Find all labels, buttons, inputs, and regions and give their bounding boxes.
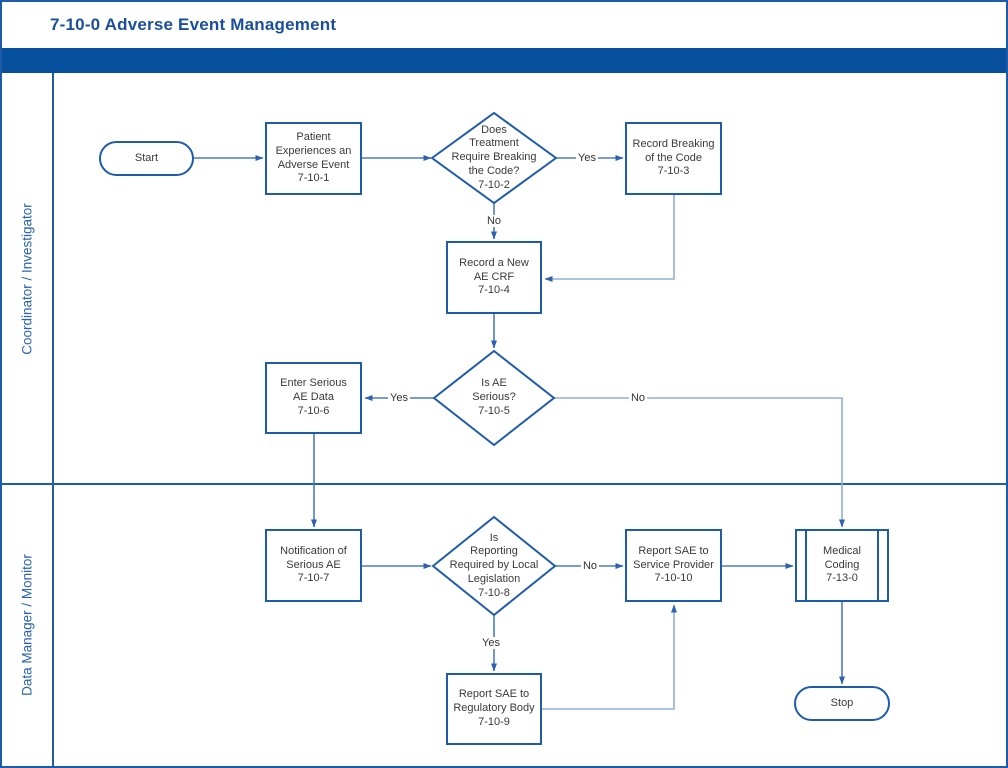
decision-text-7-10-8: Is Reporting Required by Local Legislati… <box>434 518 554 614</box>
edge-label-ae-serious-no: No <box>628 392 648 404</box>
process-label: Patient Experiences an Adverse Event 7-1… <box>275 131 352 185</box>
lane-label-divider <box>52 73 54 766</box>
title-bar: 7-10-0 Adverse Event Management <box>2 2 1006 48</box>
process-label: Medical Coding 7-13-0 <box>823 544 861 585</box>
process-label: Record a New AE CRF 7-10-4 <box>459 256 529 297</box>
start-terminator: Start <box>99 141 194 176</box>
process-patient-experiences-adverse-event: Patient Experiences an Adverse Event 7-1… <box>265 122 362 195</box>
process-label: Report SAE to Regulatory Body 7-10-9 <box>453 688 535 728</box>
process-record-new-ae-crf: Record a New AE CRF 7-10-4 <box>446 241 542 314</box>
edge-label-break-code-yes: Yes <box>576 152 598 164</box>
process-label: Notification of Serious AE 7-10-7 <box>280 544 347 585</box>
start-label: Start <box>134 151 159 164</box>
decision-text-7-10-2: Does Treatment Require Breaking the Code… <box>436 114 552 202</box>
predefined-process-medical-coding: Medical Coding 7-13-0 <box>795 529 889 602</box>
decision-label: Is Reporting Required by Local Legislati… <box>449 531 539 599</box>
process-enter-serious-ae-data: Enter Serious AE Data 7-10-6 <box>265 362 362 434</box>
process-notification-of-serious-ae: Notification of Serious AE 7-10-7 <box>265 529 362 602</box>
connector-7-10-3-to-7-10-4 <box>544 195 675 282</box>
decision-label: Is AE Serious? 7-10-5 <box>472 377 516 417</box>
process-label: Record Breaking of the Code 7-10-3 <box>632 137 715 178</box>
predefined-process-side-bars <box>805 529 879 602</box>
edge-label-reporting-no: No <box>580 560 600 572</box>
decision-text-7-10-5: Is AE Serious? 7-10-5 <box>442 354 546 442</box>
process-label: Enter Serious AE Data 7-10-6 <box>280 377 347 417</box>
page-title: 7-10-0 Adverse Event Management <box>50 15 337 34</box>
connector-7-10-5-no-to-7-13-0 <box>554 397 845 528</box>
process-report-sae-to-regulatory-body: Report SAE to Regulatory Body 7-10-9 <box>446 673 542 745</box>
process-record-breaking-of-code: Record Breaking of the Code 7-10-3 <box>625 122 722 195</box>
process-report-sae-to-service-provider: Report SAE to Service Provider 7-10-10 <box>625 529 722 602</box>
stop-terminator: Stop <box>794 686 890 721</box>
edge-label-break-code-no: No <box>484 215 504 227</box>
decision-diamond-7-10-2 <box>430 111 558 205</box>
edge-label-reporting-yes: Yes <box>480 637 502 649</box>
edge-label-ae-serious-yes: Yes <box>388 392 410 404</box>
stop-label: Stop <box>830 696 854 709</box>
connector-7-10-9-to-7-10-10 <box>542 604 677 710</box>
decision-diamond-7-10-8 <box>431 515 557 617</box>
decision-label: Does Treatment Require Breaking the Code… <box>451 123 537 191</box>
decision-diamond-7-10-5 <box>432 349 556 447</box>
lane-divider <box>2 483 1006 485</box>
header-band <box>2 48 1006 73</box>
process-label: Report SAE to Service Provider 7-10-10 <box>633 544 714 585</box>
